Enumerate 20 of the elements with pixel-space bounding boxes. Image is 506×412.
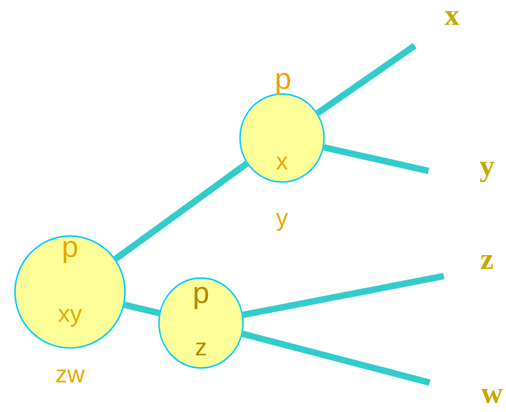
circle-node — [158, 277, 244, 369]
leaf-label: z — [480, 255, 493, 269]
branch-line — [124, 302, 160, 316]
leaf-label: x — [444, 11, 460, 25]
branch-line — [316, 42, 417, 116]
branch-line — [242, 330, 430, 386]
branch-line — [323, 144, 430, 174]
node-label: xy — [58, 309, 82, 327]
leaf-label: y — [480, 162, 494, 182]
node-caption: y — [276, 213, 288, 231]
branch-line — [113, 160, 249, 262]
node-label: x — [276, 156, 288, 170]
node-caption: zw — [56, 370, 85, 382]
node-label: p — [276, 72, 290, 96]
node-label: p — [64, 240, 78, 264]
node-label: p — [194, 286, 208, 310]
branch-line — [242, 272, 444, 318]
circle-node — [14, 235, 126, 349]
node-label: z — [196, 342, 206, 356]
leaf-label: w — [481, 388, 503, 404]
